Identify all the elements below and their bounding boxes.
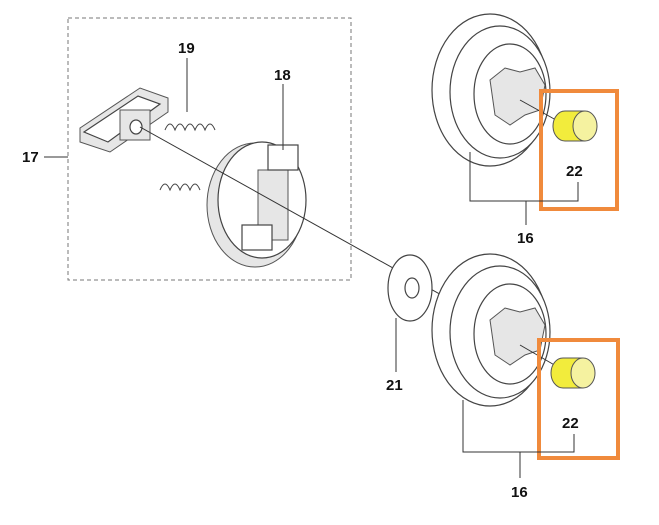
label-21: 21 (386, 377, 403, 394)
sprocket-drum-top (431, 13, 551, 167)
label-19: 19 (178, 40, 195, 57)
label-18: 18 (274, 67, 291, 84)
clutch-body-part-18 (206, 141, 307, 268)
label-16-bottom: 16 (511, 484, 528, 501)
leader-16-bottom-bracket (462, 400, 575, 453)
clutch-shoe-part (79, 87, 169, 153)
label-22-top: 22 (566, 163, 583, 180)
highlight-box-bottom (537, 338, 620, 460)
label-16-top: 16 (517, 230, 534, 247)
needle-bearing-top (552, 110, 598, 142)
sprocket-drum-bottom (431, 253, 551, 407)
assembly-17-dashed-box (67, 17, 352, 281)
needle-bearing-bottom (550, 357, 596, 389)
leader-16-top-bracket (469, 152, 579, 202)
washer-part-21 (387, 254, 433, 322)
highlight-box-top (539, 89, 619, 211)
spring-part-19 (159, 123, 216, 192)
label-17: 17 (22, 149, 39, 166)
label-22-bottom: 22 (562, 415, 579, 432)
